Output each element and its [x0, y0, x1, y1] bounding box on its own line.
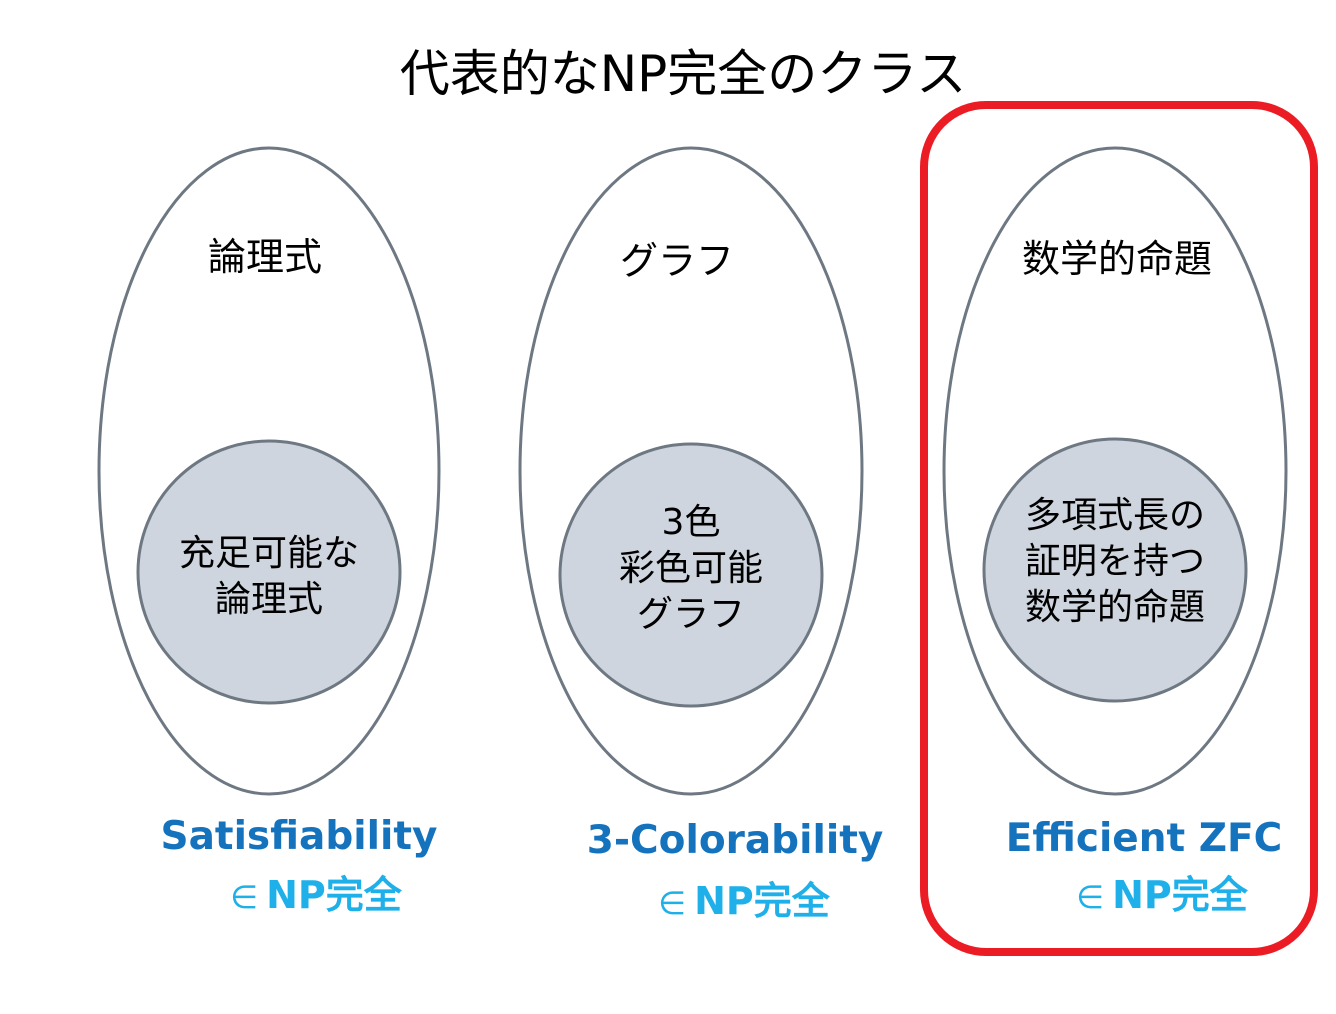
subset-label-3col: 3色 彩色可能 グラフ — [561, 500, 821, 638]
page-title: 代表的なNP完全のクラス — [399, 45, 967, 103]
domain-label-math: 数学的命題 — [1021, 237, 1212, 281]
domain-ellipse-math — [942, 146, 1288, 796]
subset-line: 多項式長の — [1024, 495, 1205, 536]
subset-circle-3col — [558, 442, 824, 708]
highlight-box — [920, 101, 1318, 956]
subset-circle-sat — [136, 439, 402, 705]
membership-text: NP完全 — [694, 879, 830, 923]
membership-3col: ∈NP完全 — [594, 870, 894, 925]
subset-circle-zfc — [982, 437, 1248, 703]
problem-name-3col: 3-Colorability — [586, 818, 884, 863]
subset-line: 3色 — [661, 502, 721, 543]
element-of-icon: ∈ — [1076, 878, 1105, 916]
problem-name-zfc: Efficient ZFC — [1005, 816, 1283, 861]
subset-line: 証明を持つ — [1024, 541, 1205, 582]
domain-ellipse-graph — [518, 146, 864, 796]
subset-label-zfc: 多項式長の 証明を持つ 数学的命題 — [985, 493, 1245, 631]
domain-ellipse-logic — [97, 146, 441, 796]
subset-label-sat: 充足可能な 論理式 — [139, 531, 399, 623]
membership-text: NP完全 — [1112, 873, 1248, 917]
element-of-icon: ∈ — [230, 878, 259, 916]
element-of-icon: ∈ — [658, 884, 687, 922]
subset-line: グラフ — [636, 594, 745, 635]
subset-line: 数学的命題 — [1024, 587, 1205, 628]
subset-line: 論理式 — [214, 579, 323, 620]
domain-label-logic: 論理式 — [207, 235, 322, 279]
membership-sat: ∈NP完全 — [166, 864, 466, 919]
subset-line: 彩色可能 — [618, 548, 763, 589]
domain-label-graph: グラフ — [619, 239, 734, 283]
subset-line: 充足可能な — [178, 533, 359, 574]
problem-name-sat: Satisfiability — [160, 814, 438, 859]
membership-text: NP完全 — [266, 873, 402, 917]
membership-zfc: ∈NP完全 — [1012, 864, 1312, 919]
